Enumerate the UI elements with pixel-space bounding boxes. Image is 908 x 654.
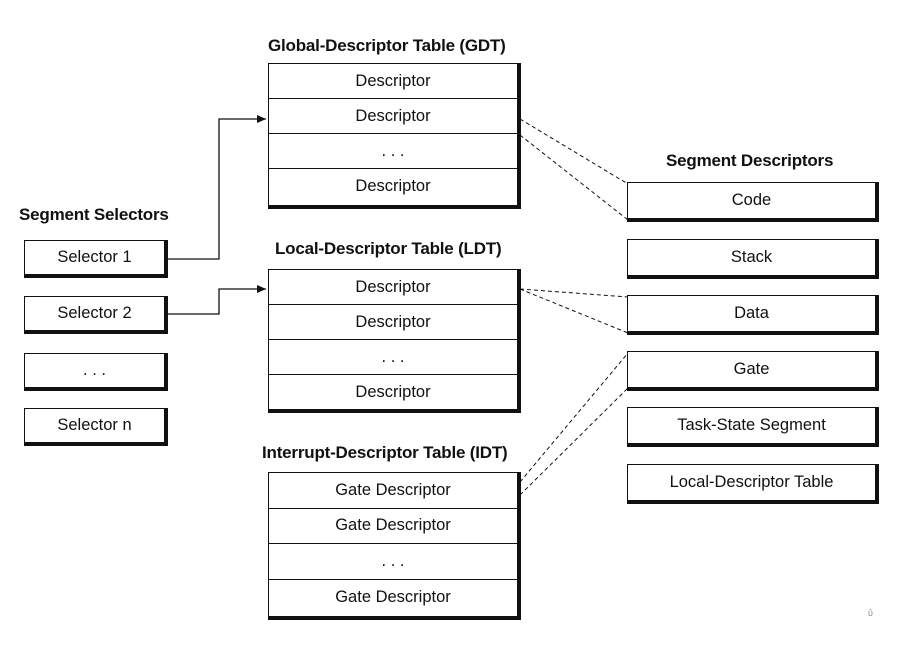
ldt-to-data-dash-bottom [519,288,629,334]
idt-table: Gate Descriptor Gate Descriptor . . . Ga… [268,472,521,620]
selector-box: Selector 1 [24,240,168,278]
selector-box: Selector n [24,408,168,446]
segment-selectors-heading: Segment Selectors [19,205,169,224]
ldt-row: Descriptor [355,383,431,401]
gdt-row: Descriptor [269,64,517,99]
ldt-heading: Local-Descriptor Table (LDT) [275,239,502,258]
segment-descriptors-heading: Segment Descriptors [666,151,834,170]
gdt-to-code-dash-bottom [519,134,629,221]
selector-box: . . . [24,353,168,391]
ldt-row: . . . [269,340,517,375]
segment-descriptor-data: Data [627,295,879,335]
selector-box: Selector 2 [24,296,168,334]
gdt-table: Descriptor Descriptor . . . Descriptor [268,63,521,209]
gdt-row: Descriptor [355,177,431,195]
selector1-to-gdt-arrow [168,115,266,260]
gdt-heading: Global-Descriptor Table (GDT) [268,36,506,55]
ldt-row: Descriptor [269,305,517,340]
selector2-to-ldt-arrow [168,285,266,315]
watermark-glyph: ΰ [868,608,873,618]
segment-descriptor-stack: Stack [627,239,879,279]
idt-row: . . . [269,544,517,580]
idt-row: Gate Descriptor [335,587,451,606]
gdt-row: . . . [269,134,517,169]
ldt-table: Descriptor Descriptor . . . Descriptor [268,269,521,413]
gdt-to-code-dash-top [519,118,629,185]
ldt-row: Descriptor [269,270,517,305]
segment-descriptor-code: Code [627,182,879,222]
idt-to-gate-dash-top [519,352,629,483]
idt-heading: Interrupt-Descriptor Table (IDT) [262,443,508,462]
segment-descriptor-tss: Task-State Segment [627,407,879,447]
segment-descriptor-ldt: Local-Descriptor Table [627,464,879,504]
idt-row: Gate Descriptor [269,509,517,544]
segment-descriptor-gate: Gate [627,351,879,391]
gdt-row: Descriptor [269,99,517,134]
idt-to-gate-dash-bottom [519,387,629,496]
idt-row: Gate Descriptor [269,473,517,509]
